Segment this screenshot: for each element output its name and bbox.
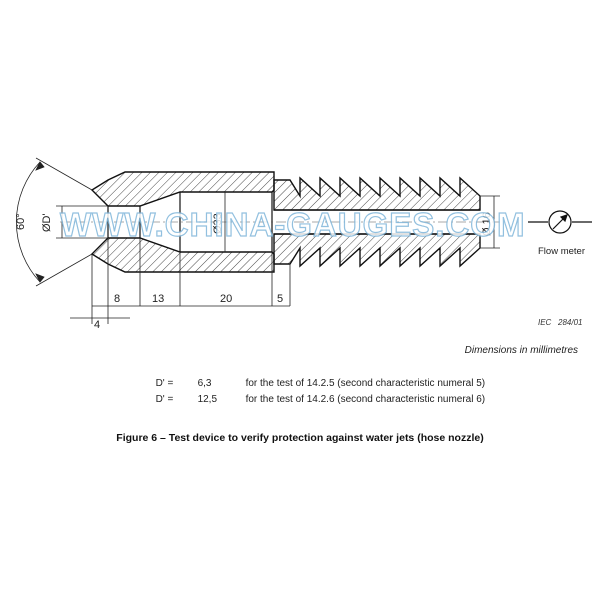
dim-label: 20 <box>220 293 232 305</box>
figure-caption: Figure 6 – Test device to verify protect… <box>116 432 484 444</box>
barbed-tail-lower <box>273 233 481 268</box>
flow-meter-symbol <box>528 210 592 234</box>
nozzle-lower-wall <box>90 237 275 273</box>
nozzle-upper-wall <box>90 171 275 207</box>
d-prime-dimension <box>56 205 108 239</box>
dim-label: 4 <box>94 319 100 331</box>
note-text: for the test of 14.2.6 (second character… <box>245 394 486 405</box>
angle-label: 60° <box>15 213 27 230</box>
note-text: for the test of 14.2.5 (second character… <box>245 378 486 389</box>
angle-dimension <box>16 157 93 287</box>
iec-reference: IEC 284/01 <box>538 318 582 327</box>
units-note: Dimensions in millimetres <box>464 345 578 356</box>
d-prime-note-row: D' = 6,3 for the test of 14.2.5 (second ch… <box>150 367 486 389</box>
note-value: 12,5 <box>197 394 218 405</box>
d-prime-label: ØD' <box>41 213 53 232</box>
flow-meter-label: Flow meter <box>538 246 585 257</box>
d16-dimension <box>480 195 500 249</box>
note-key: D' = <box>155 394 174 405</box>
dim-label: 8 <box>114 293 120 305</box>
note-key: D' = <box>155 378 174 389</box>
d16-label: Ø 16 <box>481 212 493 236</box>
d-prime-note-row: D' = 12,5 for the test of 14.2.6 (second c… <box>150 383 486 405</box>
dim-label: 13 <box>152 293 164 305</box>
length-dimension-lines <box>70 238 291 324</box>
d33-label: Ø33 <box>212 213 224 234</box>
note-value: 6,3 <box>197 378 212 389</box>
dim-label: 5 <box>277 293 283 305</box>
bore-outline <box>107 192 480 252</box>
barbed-tail-upper <box>273 176 481 211</box>
watermark: WWW.CHINA-GAUGES.COM <box>60 206 525 243</box>
